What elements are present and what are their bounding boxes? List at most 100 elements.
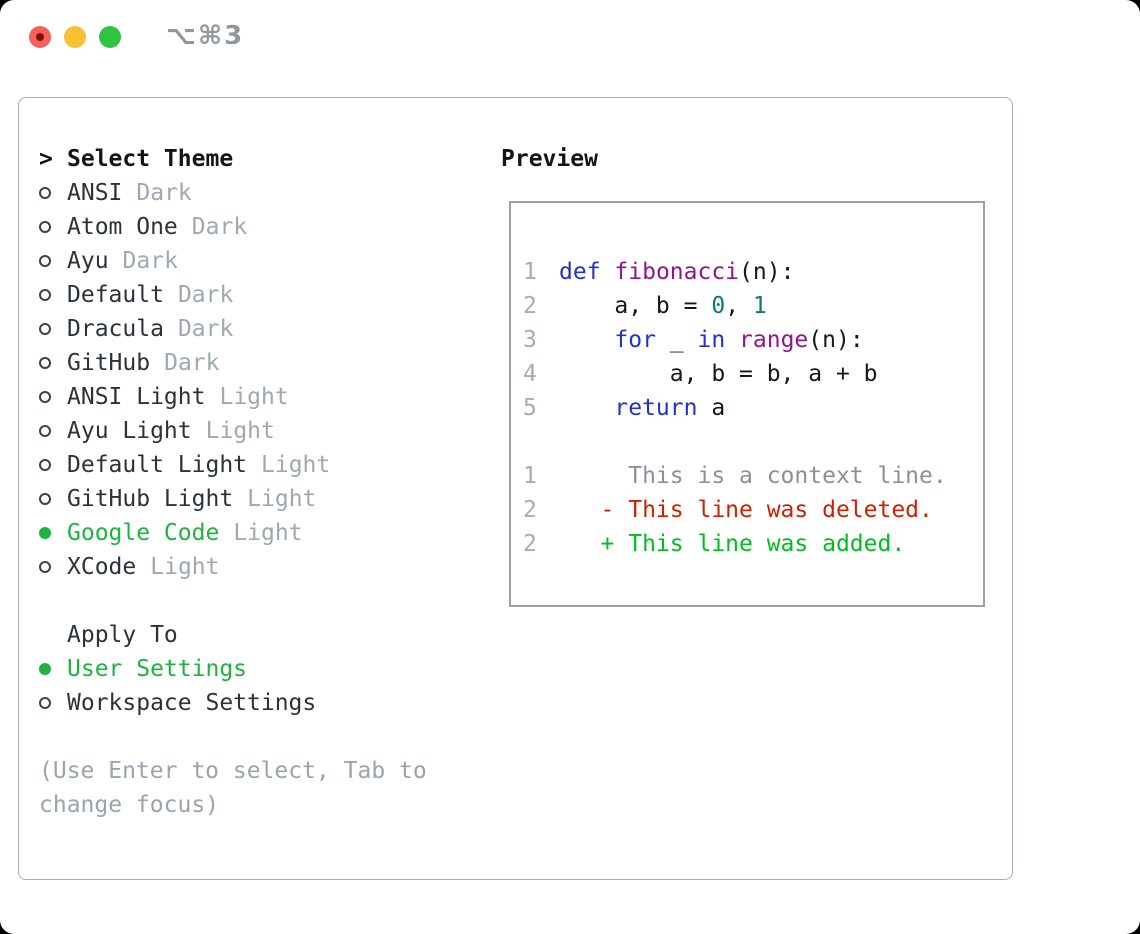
spacer xyxy=(39,584,471,618)
diff-preview: 1 This is a context line. 2 - This line … xyxy=(523,459,983,561)
theme-option-xcode[interactable]: XCode Light xyxy=(39,550,471,584)
preview-line: 1 def fibonacci(n): xyxy=(523,255,983,289)
preview-line: 4 a, b = b, a + b xyxy=(523,357,983,391)
token-fn: fibonacci xyxy=(614,259,740,285)
main-panel: > Select Theme ANSI Dark Atom One Dark A… xyxy=(18,97,1013,880)
theme-option-google-code[interactable]: Google Code Light xyxy=(39,516,471,550)
theme-option-ansi-light[interactable]: ANSI Light Light xyxy=(39,380,471,414)
item-name: ANSI Light xyxy=(67,384,206,410)
line-content: This is a context line. xyxy=(559,463,947,489)
item-name: Ayu xyxy=(67,248,109,274)
line-number: 2 xyxy=(523,497,537,523)
theme-list: ANSI Dark Atom One Dark Ayu Dark Default… xyxy=(39,176,471,584)
line-content: a, b = b, a + b xyxy=(559,361,878,387)
token-pl xyxy=(559,327,614,353)
line-content: for _ in range(n): xyxy=(559,327,864,353)
line-number: 1 xyxy=(523,259,537,285)
radio-icon xyxy=(39,527,51,539)
zoom-button[interactable] xyxy=(99,26,121,48)
radio-icon xyxy=(39,459,51,471)
spacer xyxy=(523,425,983,459)
token-kw: for xyxy=(614,327,656,353)
theme-option-github[interactable]: GitHub Dark xyxy=(39,346,471,380)
item-tag: Dark xyxy=(177,316,234,342)
theme-option-github-light[interactable]: GitHub Light Light xyxy=(39,482,471,516)
select-theme-header: > Select Theme xyxy=(39,142,471,176)
item-tag: Dark xyxy=(122,248,178,274)
preview-box: 1 def fibonacci(n): 2 a, b = 0, 1 3 for … xyxy=(509,201,985,607)
line-number: 1 xyxy=(523,463,537,489)
item-name: ANSI xyxy=(67,180,123,206)
item-name: GitHub Light xyxy=(67,486,234,512)
radio-icon xyxy=(39,391,51,403)
theme-option-default-light[interactable]: Default Light Light xyxy=(39,448,471,482)
diff-line-context: 1 This is a context line. xyxy=(523,459,983,493)
theme-option-dracula[interactable]: Dracula Dark xyxy=(39,312,471,346)
code-preview: 1 def fibonacci(n): 2 a, b = 0, 1 3 for … xyxy=(523,255,983,425)
line-content: def fibonacci(n): xyxy=(559,259,794,285)
theme-column: > Select Theme ANSI Dark Atom One Dark A… xyxy=(39,142,471,822)
close-dot-icon xyxy=(36,33,44,41)
line-content: - This line was deleted. xyxy=(559,497,933,523)
token-fn: range xyxy=(739,327,809,353)
token-pl: a, b = xyxy=(559,293,712,319)
item-name: User Settings xyxy=(67,656,248,682)
token-pl xyxy=(725,327,739,353)
token-kw: def xyxy=(559,259,601,285)
token-num: 1 xyxy=(752,293,767,319)
item-name: Google Code xyxy=(67,520,220,546)
line-number: 2 xyxy=(523,531,537,557)
item-tag: Light xyxy=(150,554,220,580)
token-pl: (n): xyxy=(808,327,864,353)
minimize-button[interactable] xyxy=(64,26,86,48)
token-pl: a, b = b, a + b xyxy=(559,361,878,387)
item-tag: Light xyxy=(261,452,331,478)
theme-option-ayu-light[interactable]: Ayu Light Light xyxy=(39,414,471,448)
item-name: XCode xyxy=(67,554,137,580)
window-shortcut-label: ⌥⌘3 xyxy=(166,21,245,51)
radio-icon xyxy=(39,493,51,505)
token-kw: return xyxy=(614,395,698,421)
theme-option-ansi[interactable]: ANSI Dark xyxy=(39,176,471,210)
preview-line: 5 return a xyxy=(523,391,983,425)
token-pl: a xyxy=(697,395,726,421)
token-pl: (n): xyxy=(739,259,795,285)
line-number: 3 xyxy=(523,327,537,353)
radio-icon xyxy=(39,697,51,709)
preview-title: Preview xyxy=(501,146,598,172)
line-content: return a xyxy=(559,395,725,421)
radio-icon xyxy=(39,425,51,437)
radio-icon xyxy=(39,663,51,675)
radio-icon xyxy=(39,255,51,267)
item-name: Default Light xyxy=(67,452,248,478)
item-tag: Dark xyxy=(136,180,192,206)
radio-icon xyxy=(39,289,51,301)
close-button[interactable] xyxy=(29,26,51,48)
radio-icon xyxy=(39,561,51,573)
line-number: 2 xyxy=(523,293,537,319)
theme-option-ayu[interactable]: Ayu Dark xyxy=(39,244,471,278)
token-num: 0 xyxy=(711,293,726,319)
focus-caret-icon: > xyxy=(39,146,53,172)
item-tag: Dark xyxy=(191,214,248,240)
item-name: Default xyxy=(67,282,164,308)
token-pl: , xyxy=(725,293,753,319)
token-pl xyxy=(601,259,615,285)
apply-to-list: User Settings Workspace Settings xyxy=(39,652,471,720)
apply-option-user-settings[interactable]: User Settings xyxy=(39,652,471,686)
apply-option-workspace-settings[interactable]: Workspace Settings xyxy=(39,686,471,720)
titlebar: ⌥⌘3 xyxy=(0,0,1140,72)
item-tag: Light xyxy=(247,486,317,512)
item-tag: Light xyxy=(219,384,289,410)
theme-option-atom-one[interactable]: Atom One Dark xyxy=(39,210,471,244)
item-name: GitHub xyxy=(67,350,151,376)
theme-option-default[interactable]: Default Dark xyxy=(39,278,471,312)
preview-line: 2 a, b = 0, 1 xyxy=(523,289,983,323)
radio-icon xyxy=(39,221,51,233)
item-tag: Light xyxy=(233,520,303,546)
token-pl xyxy=(559,395,614,421)
token-pl: _ xyxy=(655,327,698,353)
item-name: Ayu Light xyxy=(67,418,192,444)
